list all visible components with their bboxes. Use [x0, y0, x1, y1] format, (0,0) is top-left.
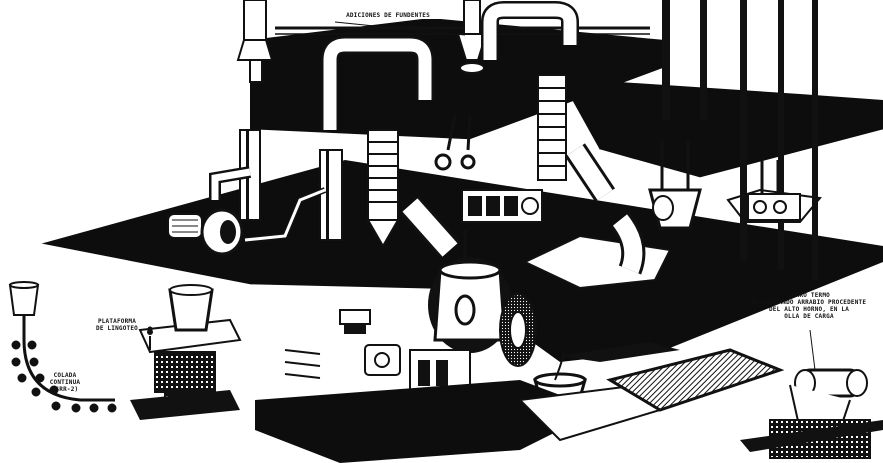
label-torpedo-car-line4: OLLA DE CARGA — [735, 313, 883, 320]
label-ingot-platform-line2: DE LINGOTEO — [86, 325, 148, 332]
gas-stack-center — [320, 150, 342, 240]
label-flux-additions-text: ADICIONES DE FUNDENTES — [346, 12, 430, 19]
right-deck — [560, 78, 883, 178]
carro-leader — [810, 330, 815, 370]
ladle-right-small — [748, 160, 800, 220]
label-continuous-casting-line3: (SRR-2) — [44, 386, 86, 393]
label-continuous-casting: COLADA CONTINUA (SRR-2) — [44, 372, 86, 393]
flow-arrows — [285, 350, 320, 378]
column-4 — [778, 0, 784, 270]
label-flux-additions: ADICIONES DE FUNDENTES — [318, 12, 458, 19]
column-2 — [700, 0, 707, 120]
column-3 — [740, 0, 747, 260]
worker-figure — [148, 327, 153, 332]
column-1 — [662, 0, 670, 120]
label-torpedo-car-line2: DESCARGANDO ARRABIO PROCEDENTE — [735, 299, 883, 306]
label-continuous-casting-line1: COLADA — [44, 372, 86, 379]
scrubber-stack-left — [368, 130, 398, 246]
platform-machinery — [462, 190, 542, 222]
control-cabin — [340, 310, 370, 334]
label-torpedo-car: CARRO TERMO DESCARGANDO ARRABIO PROCEDEN… — [735, 292, 883, 320]
label-continuous-casting-line2: CONTINUA — [44, 379, 86, 386]
converter-trunnion-gear — [500, 294, 536, 366]
label-torpedo-car-line1: CARRO TERMO — [735, 292, 883, 299]
label-torpedo-car-line3: DEL ALTO HORNO, EN LA — [735, 306, 883, 313]
flux-feed-hopper — [464, 0, 480, 34]
label-ingot-platform-line1: PLATAFORMA — [86, 318, 148, 325]
label-ingot-platform: PLATAFORMA DE LINGOTEO — [86, 318, 148, 332]
column-5 — [812, 0, 818, 280]
flux-hopper-chute — [244, 0, 266, 40]
scrubber-stack-right — [538, 75, 566, 180]
ingot-platform — [130, 285, 240, 420]
